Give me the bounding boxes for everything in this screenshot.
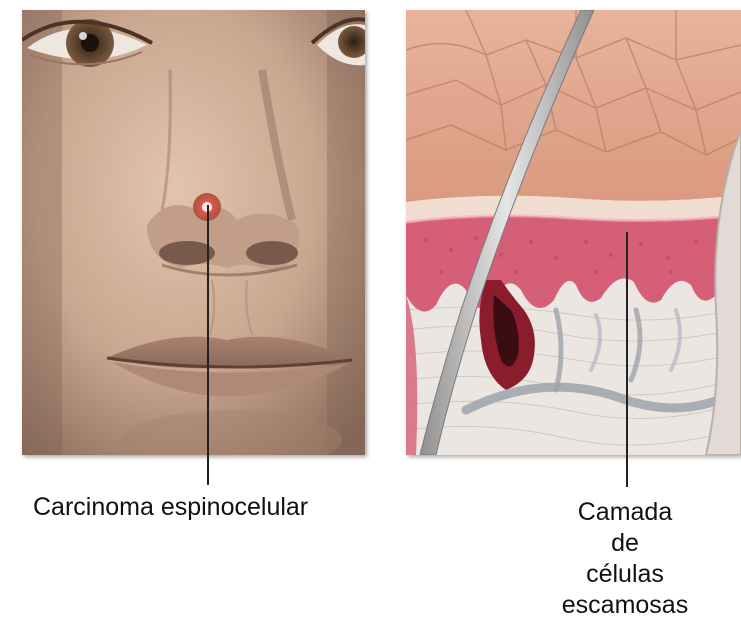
squamous-layer-label-line-1: Camada <box>540 497 710 528</box>
face-illustration <box>22 10 365 455</box>
carcinoma-label: Carcinoma espinocelular <box>33 492 308 523</box>
carcinoma-leader-line <box>207 205 209 485</box>
squamous-layer-label: Camada de células escamosas <box>540 497 710 621</box>
squamous-layer-label-line-4: escamosas <box>540 590 710 621</box>
squamous-layer-label-line-3: células <box>540 559 710 590</box>
skin-cross-section-illustration <box>406 10 741 455</box>
squamous-layer-label-line-2: de <box>540 528 710 559</box>
squamous-layer-leader-line <box>626 232 628 487</box>
